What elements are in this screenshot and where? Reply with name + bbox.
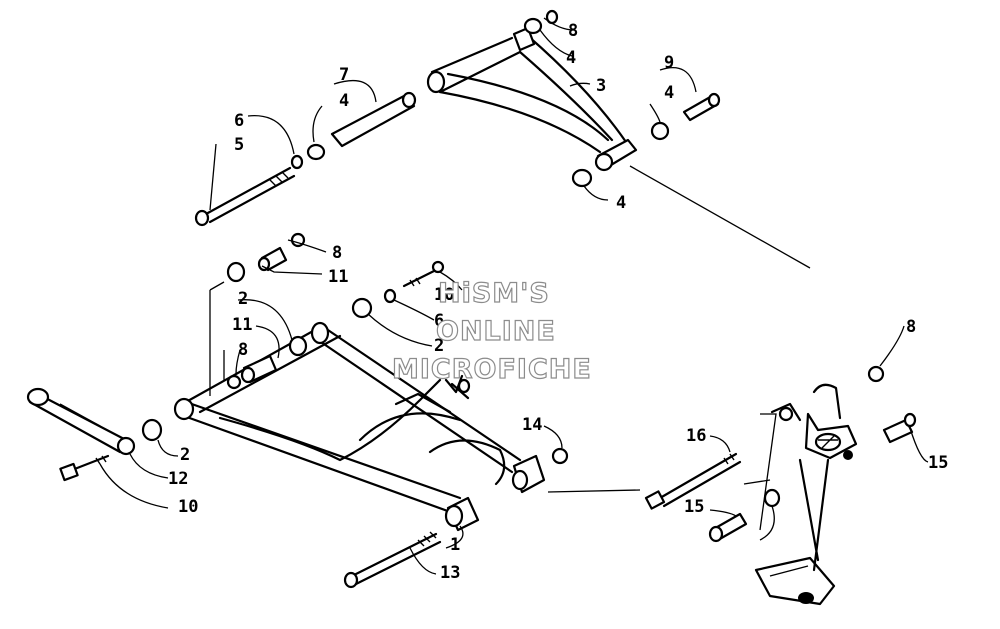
callout-11-lower: 11 — [232, 315, 252, 335]
callout-10-lower: 10 — [178, 497, 198, 517]
callout-7: 7 — [339, 65, 349, 85]
callout-8-right: 8 — [906, 317, 916, 337]
stabilizer-link-12 — [26, 387, 136, 456]
bushing-2-right — [351, 297, 373, 319]
bolt-15-lower — [708, 512, 748, 543]
callout-3: 3 — [596, 76, 606, 96]
bushing-1 — [444, 496, 480, 532]
washer-6-top — [290, 154, 304, 170]
callout-15-right: 15 — [928, 453, 948, 473]
lower-a-arm — [173, 321, 546, 516]
watermark: HiSM'S ONLINE MICROFICHE — [391, 277, 592, 385]
bushing-2-left-lower — [141, 418, 163, 442]
callout-1: 1 — [450, 535, 460, 555]
bushing-2-center — [288, 335, 308, 357]
sleeve-11-upper — [257, 246, 288, 272]
bushing-15-lower — [763, 488, 781, 508]
callout-2-left-lower: 2 — [180, 445, 190, 465]
callout-9: 9 — [664, 53, 674, 73]
upper-a-arm — [426, 26, 638, 172]
bushing-4-bottom — [571, 168, 593, 188]
callout-6-lower: 6 — [434, 311, 444, 331]
watermark-line-3: MICROFICHE — [392, 354, 592, 385]
callout-5: 5 — [234, 135, 244, 155]
shaft-7 — [330, 91, 417, 148]
callout-14: 14 — [522, 415, 542, 435]
callout-10-upper: 10 — [434, 285, 454, 305]
callout-8-left: 8 — [238, 340, 248, 360]
pin-9 — [682, 92, 721, 122]
callout-8-top: 8 — [568, 21, 578, 41]
callout-6-top: 6 — [234, 111, 244, 131]
bolt-10-upper — [402, 260, 445, 288]
bushing-2-left-upper — [226, 261, 246, 283]
callout-8-mid: 8 — [332, 243, 342, 263]
bushing-4-top — [523, 17, 543, 35]
watermark-line-2: ONLINE — [436, 316, 556, 347]
callout-12: 12 — [168, 469, 188, 489]
callout-4-left: 4 — [339, 91, 349, 111]
watermark-line-1: HiSM'S — [438, 278, 550, 309]
callout-15-lower: 15 — [684, 497, 704, 517]
washer-8-left — [226, 374, 242, 390]
callout-16: 16 — [686, 426, 706, 446]
callout-2-center: 2 — [434, 336, 444, 356]
bolt-5 — [194, 166, 296, 227]
washer-6-lower — [383, 288, 397, 304]
nut-14 — [551, 447, 569, 465]
callout-labels: 8 4 7 3 9 4 4 6 5 4 8 11 10 2 6 11 2 8 1… — [168, 21, 948, 583]
bolt-10-lower — [59, 454, 110, 482]
leader-lines — [99, 17, 929, 575]
callout-2-left-upper: 2 — [238, 289, 248, 309]
sleeve-11-lower — [240, 354, 278, 384]
callout-4-top: 4 — [566, 48, 576, 68]
nut-8-right — [867, 365, 885, 383]
bolt-16 — [644, 452, 742, 510]
callout-11-upper: 11 — [328, 267, 348, 287]
bushing-4-left — [306, 143, 326, 161]
bolt-15-right — [882, 412, 917, 444]
bolt-13 — [343, 531, 442, 589]
bushing-4-mid — [650, 121, 670, 141]
spindle — [754, 383, 858, 606]
callout-4-mid: 4 — [664, 83, 674, 103]
callout-4-bottom: 4 — [616, 193, 626, 213]
callout-13: 13 — [440, 563, 460, 583]
